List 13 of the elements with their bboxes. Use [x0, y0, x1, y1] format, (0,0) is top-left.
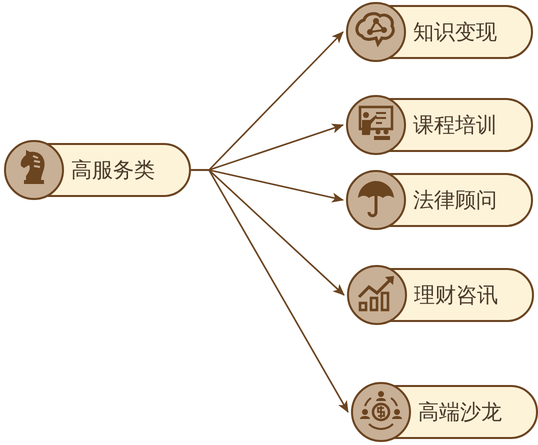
service-label: 法律顾问 [413, 187, 497, 214]
arrow [191, 169, 349, 413]
service-pill [3, 139, 191, 201]
service-pill [346, 264, 534, 326]
service-label: 高服务类 [71, 157, 155, 184]
service-label: 知识变现 [413, 19, 497, 46]
service-label: 课程培训 [413, 112, 497, 139]
service-label: 理财咨讯 [414, 282, 498, 309]
service-label: 高端沙龙 [418, 399, 502, 426]
service-pill [345, 1, 533, 63]
service-pill [345, 94, 533, 156]
service-pill [345, 169, 533, 231]
service-pill [350, 381, 538, 443]
